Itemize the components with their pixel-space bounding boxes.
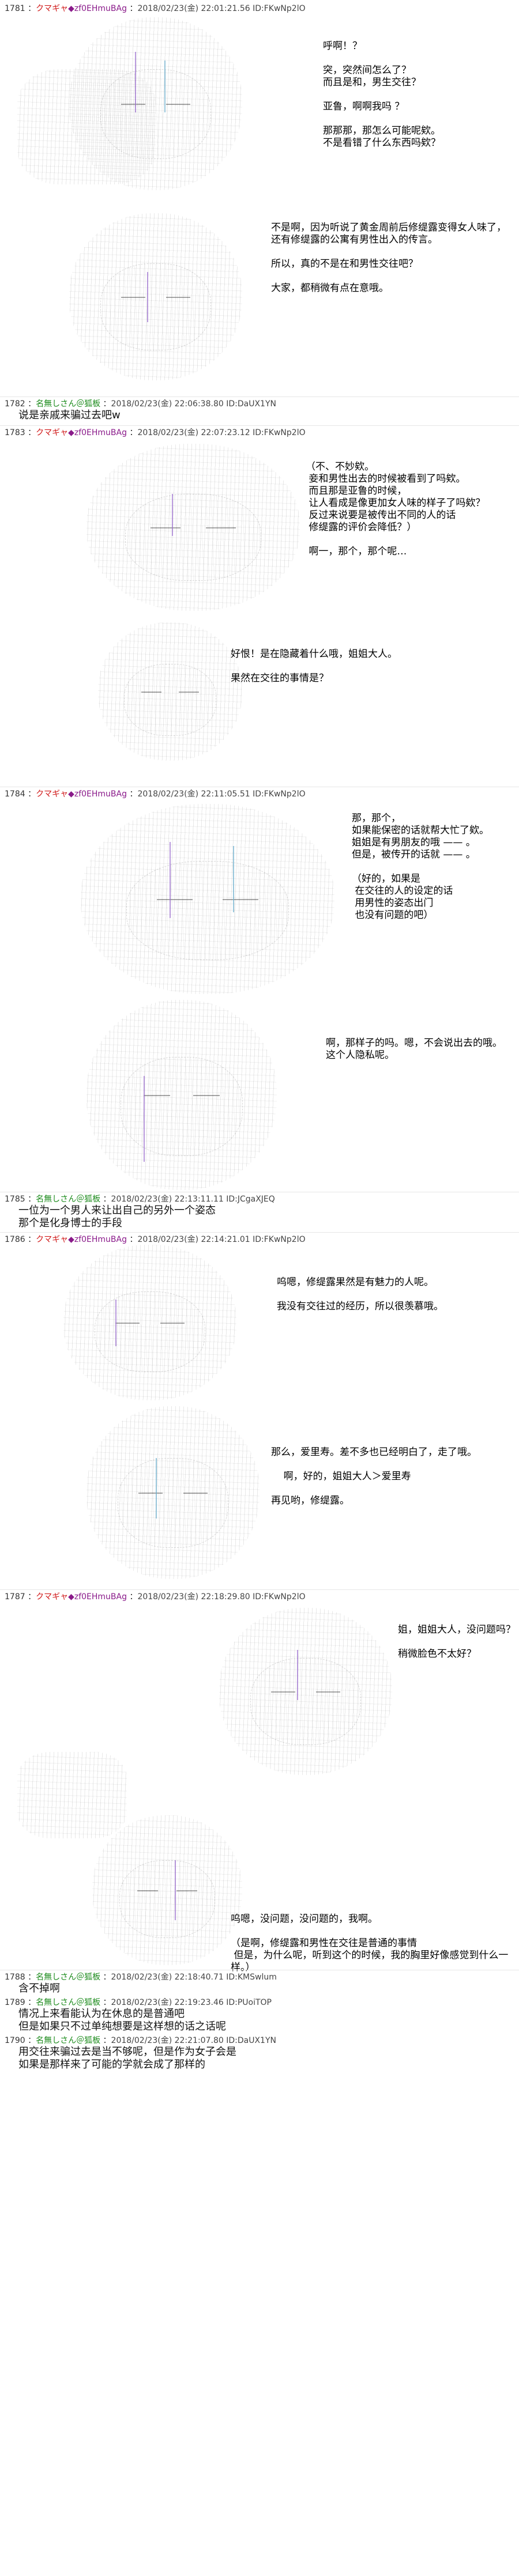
dialog-text: 啊，那样子的吗。嗯，不会说出去的哦。 这个人隐私呢。 xyxy=(326,1037,502,1061)
dialog-text: 呜嗯，没问题，没问题的，我啊。 （是啊，修缇露和男性在交往是普通的事情 但是，为… xyxy=(231,1913,509,1973)
poster-name[interactable]: クマギャ xyxy=(36,428,69,437)
poster-name[interactable]: クマギャ xyxy=(36,1235,69,1244)
ascii-art-character xyxy=(63,1245,236,1400)
ascii-art-character xyxy=(81,804,334,994)
post-separator xyxy=(0,1232,519,1233)
ascii-art-character xyxy=(69,213,242,380)
poster-name[interactable]: 名無しさん＠狐板 xyxy=(36,1973,101,1982)
post-body: 含不掉啊 xyxy=(18,1982,60,1995)
post-header: 1788 ：名無しさん＠狐板 ：2018/02/23(金) 22:18:40.7… xyxy=(5,1973,277,1982)
post-header: 1789 ：名無しさん＠狐板 ：2018/02/23(金) 22:19:23.4… xyxy=(5,1998,272,2007)
post-body: 用交往来骗过去是当不够呢，但是作为女子会是 如果是那样来了可能的学就会成了那样的 xyxy=(18,2046,236,2071)
ascii-art-character xyxy=(86,1000,277,1190)
post-separator xyxy=(0,1589,519,1590)
poster-name[interactable]: クマギャ xyxy=(36,4,69,13)
ascii-art-character xyxy=(86,1406,260,1579)
ascii-art-character xyxy=(17,1752,127,1838)
post-header: 1781 ：クマギャ◆zf0EHmuBAg ：2018/02/23(金) 22:… xyxy=(5,4,306,13)
dialog-text: 不是啊，因为听说了黄金周前后修缇露变得女人味了， 还有修缇露的公寓有男性出入的传… xyxy=(271,222,506,294)
post-separator xyxy=(0,425,519,426)
dialog-text: （不、不妙欸。 妾和男性出去的时候被看到了吗欸。 而且那是亚鲁的时候， 让人看成… xyxy=(306,461,486,557)
ascii-art-background xyxy=(17,69,156,184)
post-body: 说是亲戚来骗过去吧w xyxy=(18,409,121,421)
post-header: 1785 ：名無しさん＠狐板 ：2018/02/23(金) 22:13:11.1… xyxy=(5,1195,275,1204)
ascii-art-character xyxy=(92,1815,242,1965)
post-body: 一位为一个男人来让出自己的另外一个姿态 那个是化身博士的手段 xyxy=(18,1204,216,1229)
poster-name[interactable]: 名無しさん＠狐板 xyxy=(36,1998,101,2007)
dialog-text: 姐，姐姐大人，没问题吗？ 稍微脸色不太好？ xyxy=(398,1624,516,1660)
dialog-text: 那么，爱里寿。差不多也已经明白了，走了哦。 啊，好的，姐姐大人＞爱里寿 再见哟，… xyxy=(271,1446,477,1506)
post-header: 1786 ：クマギャ◆zf0EHmuBAg ：2018/02/23(金) 22:… xyxy=(5,1235,306,1244)
ascii-art-character xyxy=(86,444,300,611)
poster-name[interactable]: 名無しさん＠狐板 xyxy=(36,399,101,409)
ascii-art-character xyxy=(98,622,242,761)
post-header: 1783 ：クマギャ◆zf0EHmuBAg ：2018/02/23(金) 22:… xyxy=(5,428,306,437)
post-header: 1787 ：クマギャ◆zf0EHmuBAg ：2018/02/23(金) 22:… xyxy=(5,1592,306,1601)
dialog-text: 那，那个， 如果能保密的话就帮大忙了欸。 姐姐是有男朋友的哦 —— 。 但是，被… xyxy=(352,813,489,921)
ascii-art-character xyxy=(219,1608,392,1775)
post-body: 情况上来看能认为在休息的是普通吧 但是如果只不过单纯想要是这样想的话之话呢 xyxy=(18,2008,226,2033)
dialog-text: 好恨！是在隐藏着什么哦，姐姐大人。 果然在交往的事情是？ xyxy=(231,648,397,684)
post-header: 1790 ：名無しさん＠狐板 ：2018/02/23(金) 22:21:07.8… xyxy=(5,2036,276,2045)
ascii-art-character xyxy=(69,17,242,190)
dialog-text: 呜嗯，修缇露果然是有魅力的人呢。 我没有交往过的经历，所以很羡慕哦。 xyxy=(277,1276,443,1312)
post-header: 1784 ：クマギャ◆zf0EHmuBAg ：2018/02/23(金) 22:… xyxy=(5,790,306,799)
post-separator xyxy=(0,396,519,397)
poster-name[interactable]: 名無しさん＠狐板 xyxy=(36,2036,101,2045)
post-header: 1782 ：名無しさん＠狐板 ：2018/02/23(金) 22:06:38.8… xyxy=(5,399,276,409)
poster-name[interactable]: 名無しさん＠狐板 xyxy=(36,1195,101,1204)
dialog-text: 呼啊！？ 突，突然间怎么了？ 而且是和，男生交往？ 亚鲁，啊啊我吗 ？ 那那那，… xyxy=(323,40,441,149)
poster-name[interactable]: クマギャ xyxy=(36,790,69,799)
poster-name[interactable]: クマギャ xyxy=(36,1592,69,1601)
